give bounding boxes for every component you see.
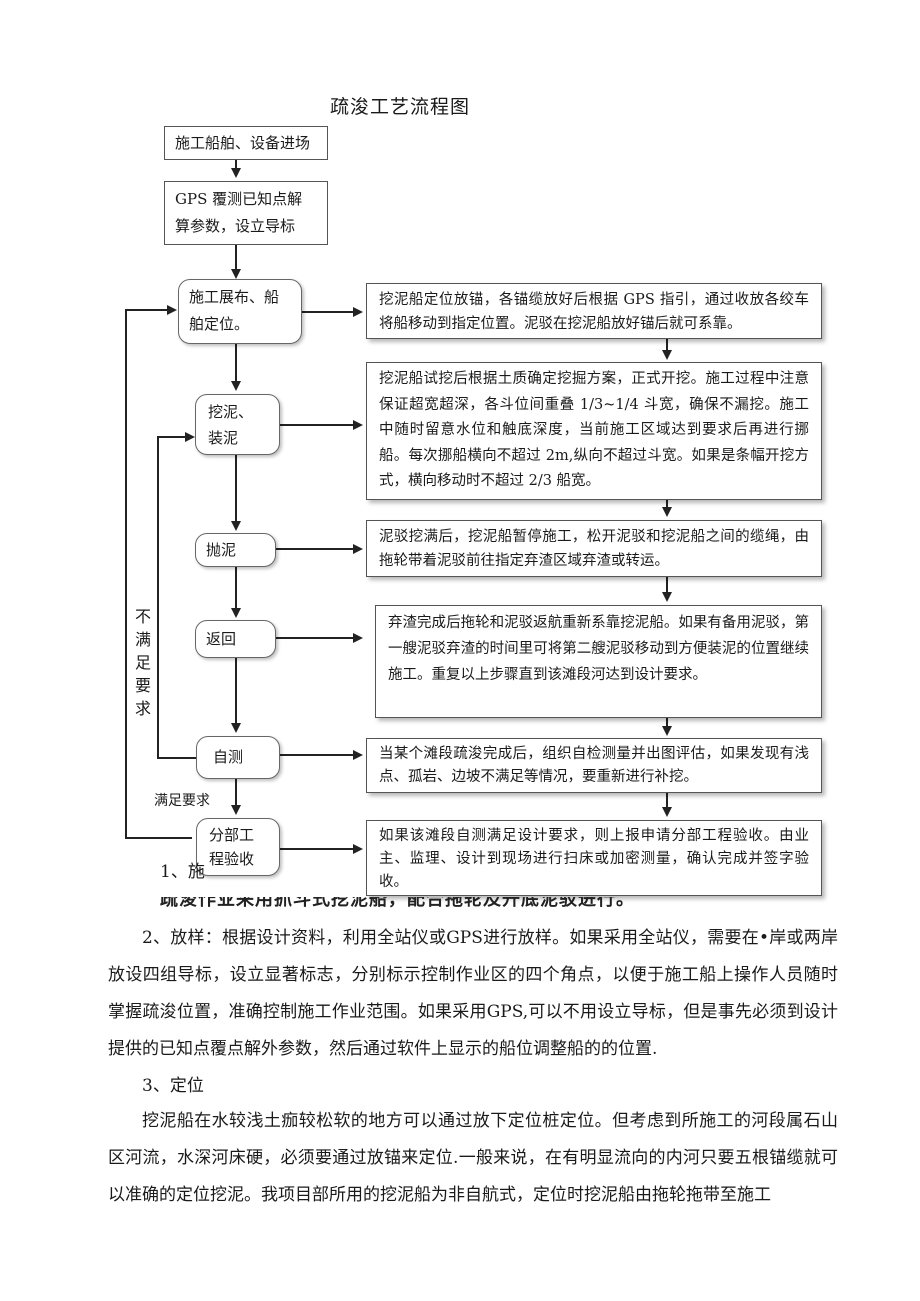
loop-arrow-outer <box>125 305 192 839</box>
step-self-test: 自测 <box>196 736 280 779</box>
note-self-test: 当某个滩段疏浚完成后，组织自检测量并出图评估，如果发现有浅点、孤岩、边坡不满足等… <box>366 738 822 793</box>
note-acceptance: 如果该滩段自测满足设计要求，则上报申请分部工程验收。由业主、监理、设计到现场进行… <box>366 820 822 896</box>
loop-label-not-satisfied: 不满足要求 <box>134 607 151 718</box>
section3-heading: 3、定位 <box>142 1076 204 1096</box>
step-return: 返回 <box>195 620 276 658</box>
note-dredging: 挖泥船试挖后根据土质确定挖掘方案，正式开挖。施工过程中注意保证超宽超深，各斗位间… <box>366 362 822 500</box>
note-return: 弃渣完成后拖轮和泥驳返航重新系靠挖泥船。如果有备用泥驳，第一艘泥驳弃渣的时间里可… <box>375 605 822 718</box>
loop-arrow-retry <box>157 432 196 759</box>
step-acceptance: 分部工程验收 <box>196 818 280 876</box>
step-equipment-entry: 施工船舶、设备进场 <box>164 126 328 160</box>
step-dredging: 挖泥、装泥 <box>195 394 280 455</box>
note-positioning: 挖泥船定位放锚，各锚缆放好后根据 GPS 指引，通过收放各绞车将船移动到指定位置… <box>366 283 822 339</box>
step-positioning: 施工展布、船舶定位。 <box>178 279 302 344</box>
label-satisfied: 满足要求 <box>154 793 210 809</box>
section1-heading-partial: 1、施 <box>160 862 205 882</box>
page-title: 疏浚工艺流程图 <box>330 96 471 118</box>
step-dumping: 抛泥 <box>195 533 276 567</box>
note-dumping: 泥驳挖满后，挖泥船暂停施工，松开泥驳和挖泥船之间的缆绳，由拖轮带着泥驳前往指定弃… <box>366 520 822 577</box>
section2-paragraph: 2、放样：根据设计资料，利用全站仪或GPS进行放样。如果采用全站仪，需要在•岸或… <box>108 928 838 1059</box>
step-gps-setup: GPS 覆测已知点解算参数，设立导标 <box>164 181 328 245</box>
section3-paragraph: 挖泥船在水较浅土痂较松软的地方可以通过放下定位桩定位。但考虑到所施工的河段属石山… <box>108 1111 838 1205</box>
section1-line-partial: 疏浚作业采用抓斗式挖泥船，配合拖轮及开底泥驳进行。 <box>160 897 635 910</box>
